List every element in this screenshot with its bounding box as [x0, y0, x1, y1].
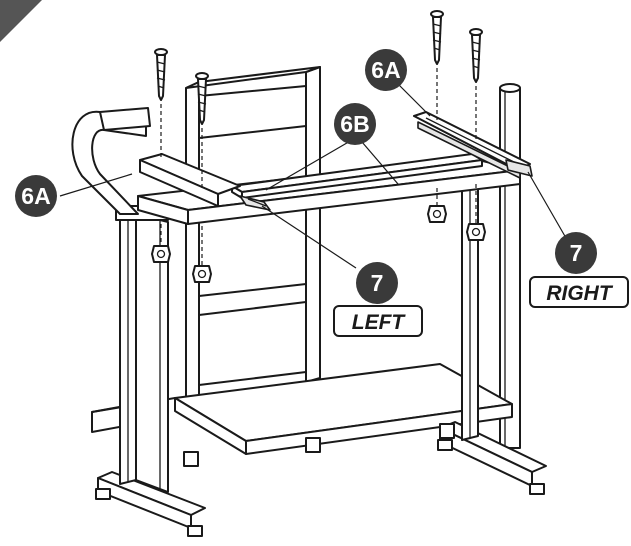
svg-text:7: 7 [570, 240, 583, 266]
callout-7-left: 7 [356, 262, 398, 304]
screw-4 [469, 28, 483, 83]
shelf-foot-3 [439, 423, 455, 439]
screw-1 [154, 48, 168, 101]
callout-6a-top: 6A [365, 49, 407, 91]
nut-3 [427, 205, 447, 223]
u-handle [71, 107, 151, 215]
leader-7-left [261, 205, 357, 269]
label-left: LEFT [333, 305, 423, 337]
corner-tab [0, 0, 42, 42]
leader-7-right [527, 171, 567, 239]
back-upright-frame [185, 66, 321, 401]
leader-6b-b [361, 141, 399, 185]
nut-2 [192, 265, 212, 283]
leader-6a-left [59, 173, 133, 197]
svg-text:6B: 6B [340, 111, 369, 137]
bracket-7-right [505, 159, 533, 177]
left-cross-member [139, 153, 241, 207]
leader-6a-top [397, 83, 431, 117]
svg-text:6A: 6A [371, 57, 400, 83]
right-front-post [461, 177, 479, 441]
label-right: RIGHT [529, 276, 629, 308]
bracket-6a-top [413, 111, 531, 179]
callout-6a-left: 6A [15, 175, 57, 217]
svg-text:RIGHT: RIGHT [546, 282, 614, 305]
right-rear-post [499, 83, 521, 449]
shelf-foot-2 [305, 437, 321, 453]
svg-text:7: 7 [371, 270, 384, 296]
nut-1 [151, 245, 171, 263]
leader-6b-a [265, 139, 353, 191]
shelf-foot-1 [183, 451, 199, 467]
callout-7-right: 7 [555, 232, 597, 274]
callout-6b: 6B [334, 103, 376, 145]
screw-3 [430, 10, 444, 65]
svg-text:LEFT: LEFT [352, 311, 407, 334]
screw-2 [195, 72, 209, 125]
nut-4 [466, 223, 486, 241]
svg-text:6A: 6A [21, 183, 50, 209]
